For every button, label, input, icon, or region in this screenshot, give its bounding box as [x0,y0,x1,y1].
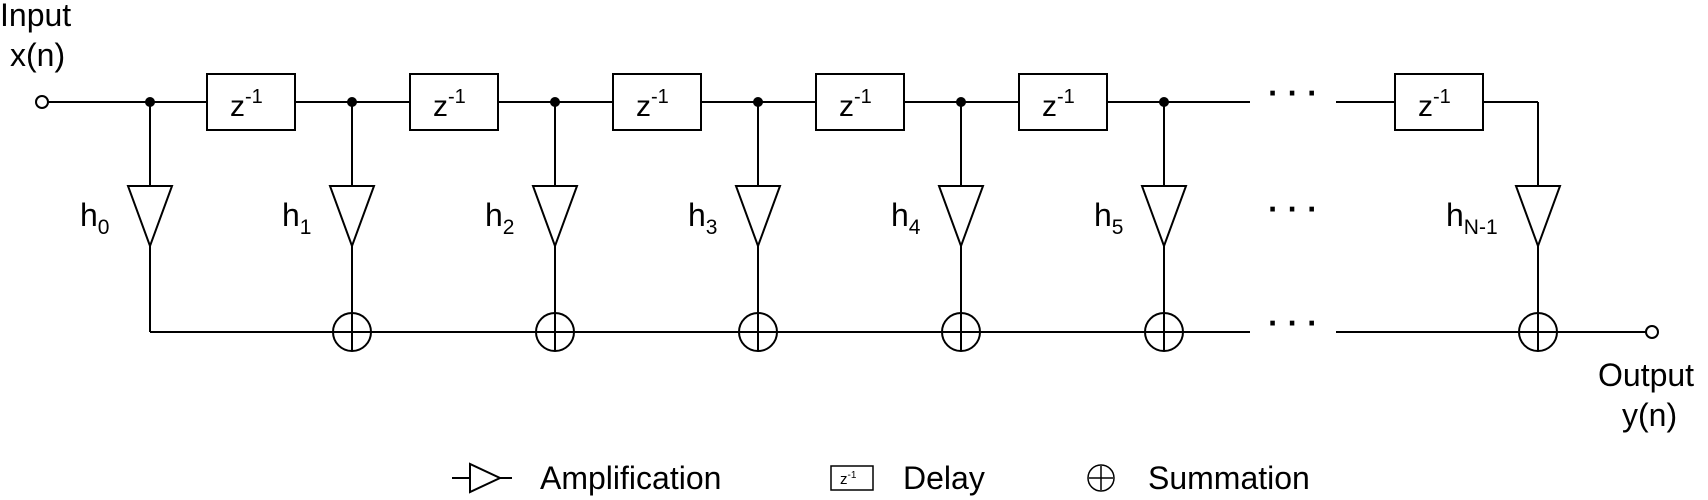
output-port [1645,325,1659,339]
delay-block-3: z-1 [612,73,702,131]
ellipsis-summation-row: · · · [1268,305,1318,341]
legend: Amplification z-1 Delay Summation [452,460,1310,496]
svg-text:z-1: z-1 [840,470,857,488]
legend-amplification-label: Amplification [540,460,721,496]
delay-block-2: z-1 [409,73,499,131]
tap-branches [149,102,1165,186]
legend-summation-label: Summation [1148,460,1310,496]
coefficient-label-4: h4 [891,197,921,239]
input-port [35,95,49,109]
svg-text:z-1: z-1 [839,86,872,123]
coefficient-label-3: h3 [688,197,717,239]
legend-amplification-symbol [452,462,512,494]
coefficient-label-2: h2 [485,197,514,239]
amplifier-2 [531,185,579,249]
output-label: Output [1598,357,1694,393]
summation-node-3 [738,312,778,352]
amplifier-3 [734,185,782,249]
legend-summation-symbol [1087,464,1115,492]
delay-block-5: z-1 [1018,73,1108,131]
amplifier-0 [126,185,174,249]
summation-node-1 [332,312,372,352]
coefficient-label-5: h5 [1094,197,1123,239]
summation-node-4 [941,312,981,352]
input-signal-label: x(n) [10,37,65,73]
input-label: Input [0,0,71,33]
amplifier-4 [937,185,985,249]
summation-node-last [1518,312,1558,352]
svg-text:z-1: z-1 [230,86,263,123]
coefficient-label-last: hN-1 [1446,197,1498,239]
legend-delay-symbol: z-1 [830,465,874,491]
svg-text:z-1: z-1 [433,86,466,123]
summation-node-5 [1144,312,1184,352]
svg-text:z-1: z-1 [1042,86,1075,123]
coefficient-label-1: h1 [282,197,311,239]
legend-delay-label: Delay [903,460,985,496]
summation-node-2 [535,312,575,352]
delay-block-1: z-1 [206,73,296,131]
ellipsis-delay-row: · · · [1268,75,1318,111]
svg-text:z-1: z-1 [1418,86,1451,123]
delay-block-last: z-1 [1394,73,1484,131]
amplifier-1 [328,185,376,249]
output-signal-label: y(n) [1622,397,1677,433]
svg-text:z-1: z-1 [636,86,669,123]
ellipsis-amplifier-row: · · · [1268,191,1318,227]
amplifier-last [1514,185,1562,249]
amplifier-outputs [149,246,1539,332]
coefficient-label-0: h0 [80,197,109,239]
amplifier-5 [1140,185,1188,249]
delay-block-4: z-1 [815,73,905,131]
